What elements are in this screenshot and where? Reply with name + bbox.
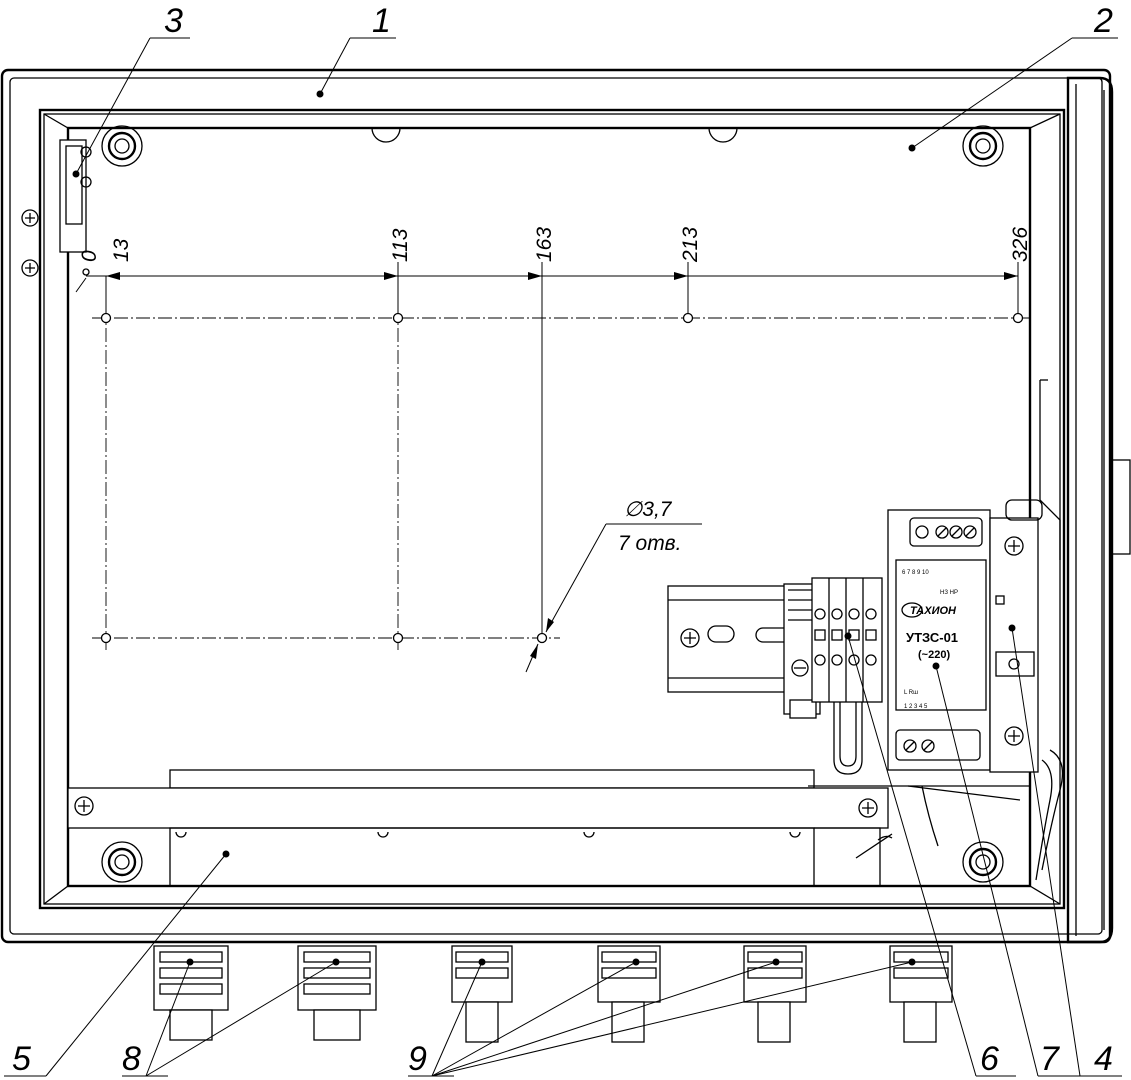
cable-gland-6 xyxy=(889,945,953,1043)
callout-2: 2 xyxy=(1093,2,1113,40)
corner-fastener-tr xyxy=(962,125,1004,167)
callout-3: 3 xyxy=(164,2,183,40)
terminal-blocks xyxy=(783,577,883,775)
hole-diameter-leader xyxy=(525,523,702,673)
mounting-hole-pattern xyxy=(92,306,1032,652)
hole-count-label: 7 отв. xyxy=(618,532,681,555)
dim-0: 0 xyxy=(78,250,101,262)
module-model: УТЗС-01 xyxy=(906,630,958,645)
corner-fastener-br xyxy=(962,841,1004,883)
bracket-4 xyxy=(989,499,1043,773)
module-bottom-terminal-numbers: 1 2 3 4 5 xyxy=(904,704,928,710)
cable-channel xyxy=(67,769,1030,887)
callout-8: 8 xyxy=(122,1040,141,1078)
wall-screw-lower xyxy=(21,259,39,277)
cable-gland-2 xyxy=(297,945,377,1041)
callout-7: 7 xyxy=(1040,1040,1060,1078)
dim-326: 326 xyxy=(1009,227,1032,262)
module-top-terminals-sub: НЗ НР xyxy=(940,590,958,596)
corner-fastener-bl xyxy=(101,841,143,883)
din-rail-screw xyxy=(680,628,700,648)
channel-screw-left xyxy=(74,796,94,816)
dimension-lines xyxy=(75,262,1019,636)
callout-5: 5 xyxy=(12,1040,31,1078)
enclosure-body xyxy=(0,68,1112,944)
cable-gland-4 xyxy=(597,945,661,1043)
utzs-module xyxy=(887,509,991,771)
module-bottom-terminals: L Rш xyxy=(904,690,918,696)
module-voltage: (~220) xyxy=(918,649,950,661)
dim-13: 13 xyxy=(110,238,133,262)
callout-1: 1 xyxy=(372,2,391,40)
bracket-screw-bottom xyxy=(1004,726,1024,746)
callout-6: 6 xyxy=(980,1040,999,1078)
channel-screw-right xyxy=(858,798,878,818)
module-top-terminals: 6 7 8 9 10 xyxy=(902,570,929,576)
leader-lines xyxy=(4,37,1122,1077)
cable-gland-5 xyxy=(743,945,807,1043)
cable-gland-1 xyxy=(153,945,229,1041)
hole-diameter-label: ∅3,7 xyxy=(624,498,673,521)
bracket-screw-top xyxy=(1004,536,1024,556)
cable-glands xyxy=(153,945,953,1043)
wall-screw-upper xyxy=(21,209,39,227)
callout-4: 4 xyxy=(1094,1040,1113,1078)
dim-213: 213 xyxy=(679,227,702,263)
callout-9: 9 xyxy=(408,1040,427,1078)
dim-163: 163 xyxy=(533,227,556,262)
dim-113: 113 xyxy=(389,228,412,262)
cable-gland-3 xyxy=(451,945,513,1043)
module-brand: ТАХИОН xyxy=(910,605,957,617)
door-hinge xyxy=(1035,76,1131,944)
tamper-switch xyxy=(59,139,92,253)
corner-fastener-tl xyxy=(101,125,143,167)
